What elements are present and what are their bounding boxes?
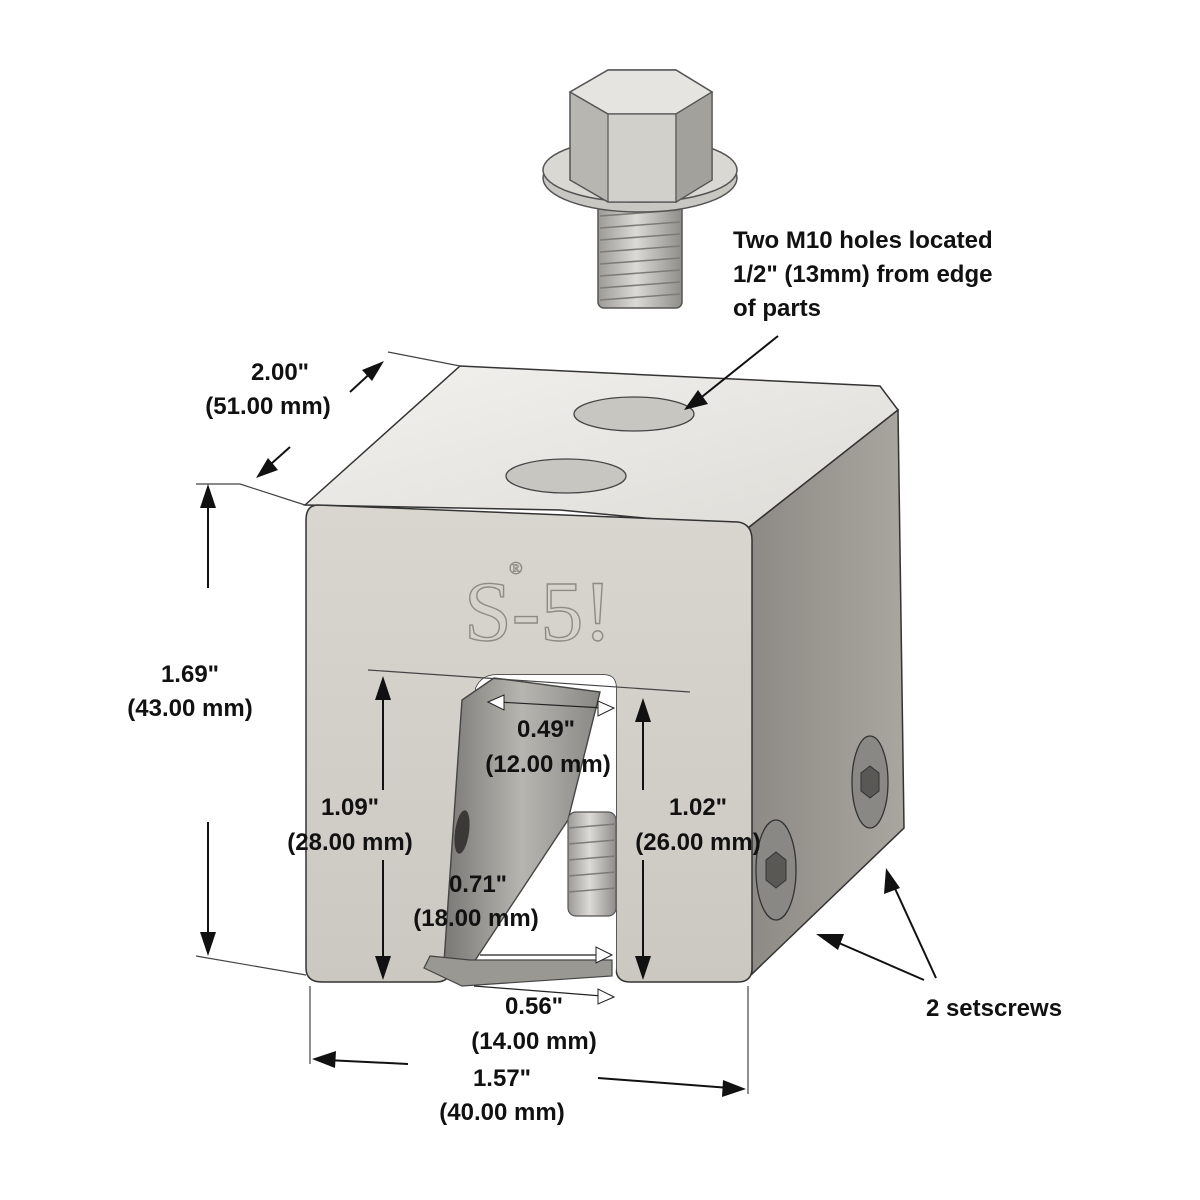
slot-bottom-dimension-line	[473, 985, 616, 1005]
m10-hole-front	[505, 458, 627, 494]
depth-dimension-line	[239, 351, 461, 506]
slot-mid-imperial-label: 0.71"	[449, 871, 507, 898]
height-imperial-label: 1.69"	[161, 661, 219, 688]
width-dimension-line	[309, 986, 749, 1097]
slot-right-metric-label: (26.00 mm)	[635, 829, 760, 856]
setscrews-note: 2 setscrews	[926, 995, 1062, 1022]
holes-note: Two M10 holes located 1/2" (13mm) from e…	[733, 227, 993, 322]
holes-leader-arrow	[684, 335, 779, 410]
height-metric-label: (43.00 mm)	[127, 695, 252, 722]
slot-top-imperial-label: 0.49"	[517, 716, 575, 743]
slot-left-dimension-line	[367, 669, 691, 980]
slot-right-dimension-line	[635, 698, 651, 980]
holes-note-line-2: 1/2" (13mm) from edge	[733, 261, 992, 288]
flange-bolt	[542, 69, 738, 309]
slot-left-metric-label: (28.00 mm)	[287, 829, 412, 856]
slot-left-imperial-label: 1.09"	[321, 794, 379, 821]
slot-top-dimension-line	[486, 694, 616, 717]
slot-bottom-imperial-label: 0.56"	[505, 993, 563, 1020]
slot-top-metric-label: (12.00 mm)	[485, 751, 610, 778]
depth-imperial-label: 2.00"	[251, 359, 309, 386]
slot-mid-dimension-line	[480, 946, 614, 964]
registered-mark: ®	[509, 558, 523, 578]
slot-right-imperial-label: 1.02"	[669, 794, 727, 821]
depth-metric-label: (51.00 mm)	[205, 393, 330, 420]
clamp-block: S-5! ®	[303, 365, 905, 987]
m10-hole-back	[573, 396, 695, 432]
setscrew-upper	[851, 735, 889, 829]
width-imperial-label: 1.57"	[473, 1065, 531, 1092]
holes-note-line-3: of parts	[733, 295, 821, 322]
width-metric-label: (40.00 mm)	[439, 1099, 564, 1126]
bolt-threads	[599, 209, 681, 301]
slot-bottom-metric-label: (14.00 mm)	[471, 1028, 596, 1055]
setscrew-tip	[567, 811, 617, 917]
holes-note-line-1: Two M10 holes located	[733, 227, 993, 254]
setscrew-lower	[755, 819, 797, 921]
setscrews-leader-arrows	[816, 868, 937, 981]
slot-mid-metric-label: (18.00 mm)	[413, 905, 538, 932]
s5-logo: S-5!	[464, 563, 612, 659]
height-dimension-line	[195, 483, 307, 976]
